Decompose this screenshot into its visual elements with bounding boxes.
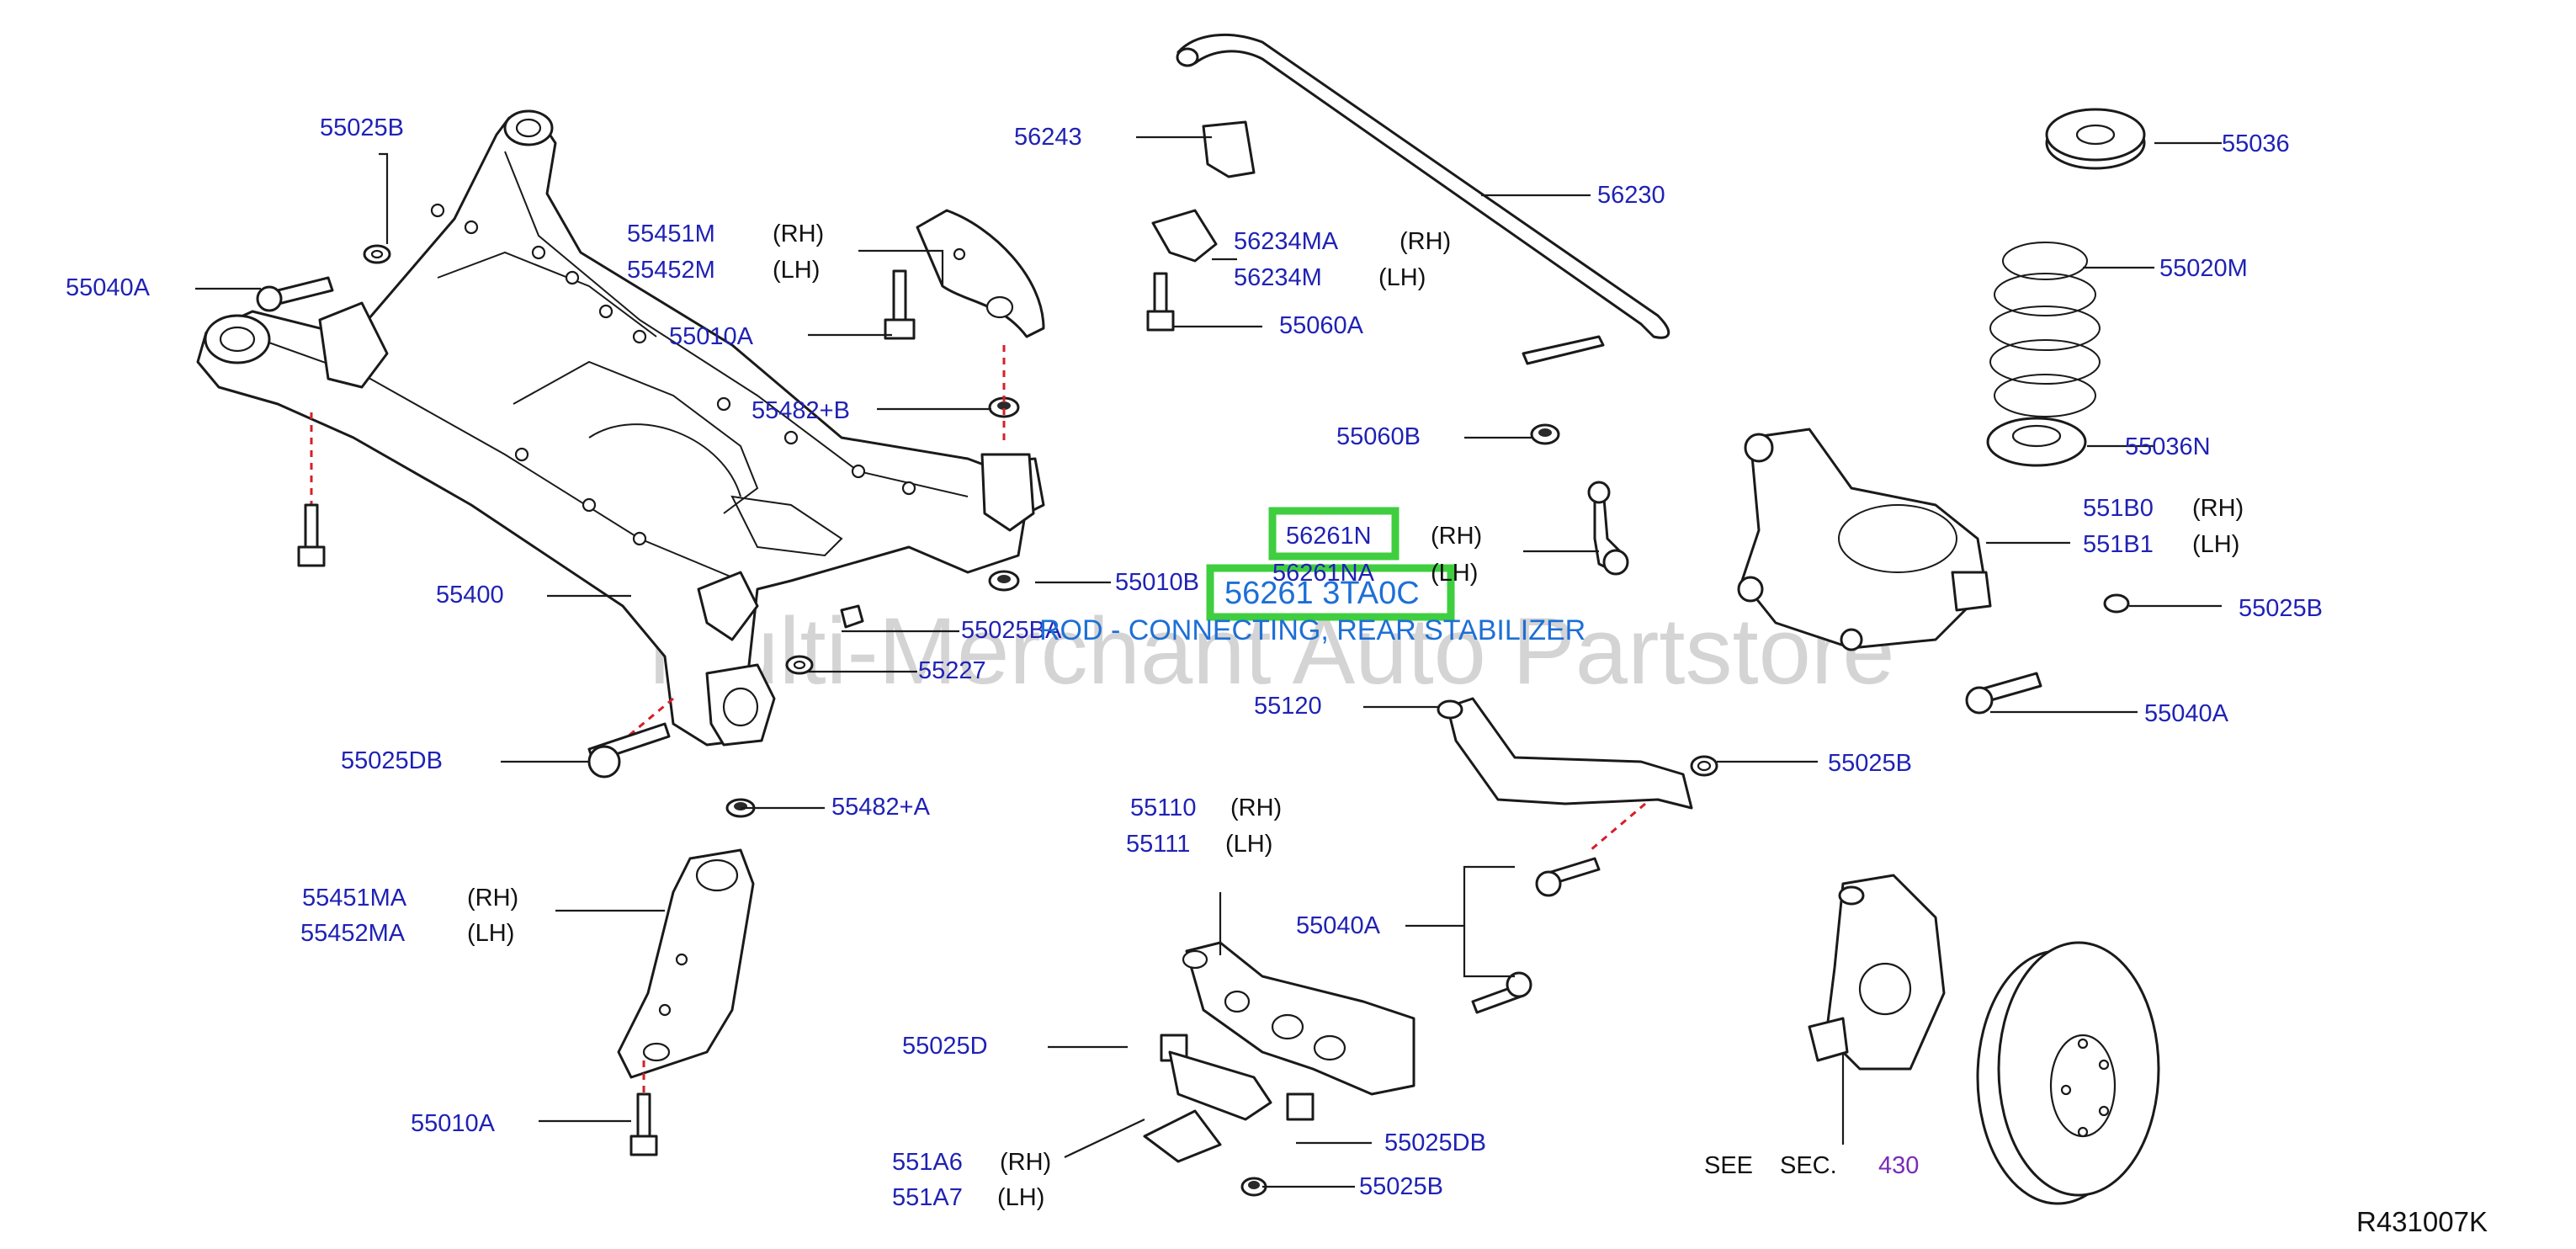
label-55010a-lower[interactable]: 55010A [411, 1110, 496, 1137]
label-551b0[interactable]: 551B0 [2083, 495, 2154, 522]
spring-and-knuckle-drawing [1437, 108, 2146, 1014]
label-55010a-upper[interactable]: 55010A [669, 323, 754, 350]
label-55227[interactable]: 55227 [918, 657, 986, 684]
label-55025b-top[interactable]: 55025B [320, 114, 404, 141]
label-56234m[interactable]: 56234M [1234, 264, 1322, 291]
label-55036[interactable]: 55036 [2222, 130, 2290, 157]
label-55451m-rh: (RH) [773, 221, 824, 247]
label-55040a-center[interactable]: 55040A [1296, 912, 1381, 939]
label-55120[interactable]: 55120 [1254, 693, 1322, 720]
label-55451ma-rh: (RH) [467, 885, 518, 912]
label-55025d[interactable]: 55025D [902, 1033, 988, 1060]
stabilizer-bar-drawing [1146, 33, 1670, 576]
label-55452ma-lh: (LH) [467, 920, 514, 947]
label-551a7-lh: (LH) [997, 1184, 1044, 1211]
label-55025ba[interactable]: 55025BA [961, 617, 1062, 644]
label-551b1-lh: (LH) [2192, 531, 2239, 558]
subframe-fasteners [256, 209, 1045, 818]
diagram-ref-code: R431007K [2356, 1206, 2488, 1237]
sec-label: SEC. [1780, 1152, 1837, 1179]
label-55036n[interactable]: 55036N [2125, 433, 2211, 460]
label-551b1[interactable]: 551B1 [2083, 531, 2154, 558]
label-55040a-right[interactable]: 55040A [2144, 700, 2229, 727]
label-55110[interactable]: 55110 [1130, 795, 1197, 821]
highlight-box-part-number [1206, 564, 1455, 621]
label-55025db-left[interactable]: 55025DB [341, 747, 443, 774]
leader-lines [195, 136, 2222, 1188]
label-55451m[interactable]: 55451M [627, 221, 715, 247]
label-56261na[interactable]: 56261NA [1272, 560, 1375, 587]
label-55452ma[interactable]: 55452MA [300, 920, 406, 947]
label-55060a[interactable]: 55060A [1279, 312, 1364, 339]
lower-link-drawing [617, 848, 755, 1156]
label-55025b-right[interactable]: 55025B [2239, 595, 2323, 622]
label-55452m[interactable]: 55452M [627, 257, 715, 284]
upper-link-drawing [1143, 941, 1415, 1197]
label-55025b-knuckle[interactable]: 55025B [1828, 750, 1912, 777]
label-55025db-center[interactable]: 55025DB [1384, 1129, 1486, 1156]
label-55451ma[interactable]: 55451MA [302, 885, 407, 912]
label-55010b[interactable]: 55010B [1115, 569, 1199, 596]
highlighted-part-description: ROD - CONNECTING, REAR STABILIZER [1039, 614, 1585, 646]
label-55025b-bottom[interactable]: 55025B [1359, 1173, 1443, 1200]
see-label: SEE [1704, 1152, 1753, 1179]
label-56234ma[interactable]: 56234MA [1234, 228, 1339, 255]
label-56261n-rh: (RH) [1431, 523, 1482, 550]
knuckle-rotor-drawing [1808, 874, 2160, 1205]
label-551a6[interactable]: 551A6 [892, 1149, 963, 1176]
label-56230[interactable]: 56230 [1597, 182, 1665, 209]
highlighted-part-number[interactable]: 56261 3TA0C [1224, 576, 1420, 611]
label-55452m-lh: (LH) [773, 257, 820, 284]
label-551a7[interactable]: 551A7 [892, 1184, 963, 1211]
label-56261n[interactable]: 56261N [1286, 523, 1372, 550]
label-56234ma-rh: (RH) [1400, 228, 1451, 255]
label-551b0-rh: (RH) [2192, 495, 2244, 522]
label-56261na-lh: (LH) [1431, 560, 1478, 587]
label-55110-rh: (RH) [1230, 795, 1282, 821]
label-551a6-rh: (RH) [1000, 1149, 1051, 1176]
label-56243[interactable]: 56243 [1014, 124, 1082, 151]
label-55111-lh: (LH) [1225, 831, 1272, 858]
sec-430-link[interactable]: 430 [1878, 1152, 1919, 1179]
label-55060b[interactable]: 55060B [1336, 423, 1421, 450]
label-55111[interactable]: 55111 [1126, 831, 1190, 858]
label-55400[interactable]: 55400 [436, 582, 504, 609]
label-56234m-lh: (LH) [1378, 264, 1426, 291]
label-55040a-left[interactable]: 55040A [66, 274, 151, 301]
label-55482a[interactable]: 55482+A [831, 794, 931, 821]
label-55482b[interactable]: 55482+B [752, 397, 850, 424]
highlight-box-56261n [1268, 507, 1400, 561]
label-55020m[interactable]: 55020M [2159, 255, 2248, 282]
